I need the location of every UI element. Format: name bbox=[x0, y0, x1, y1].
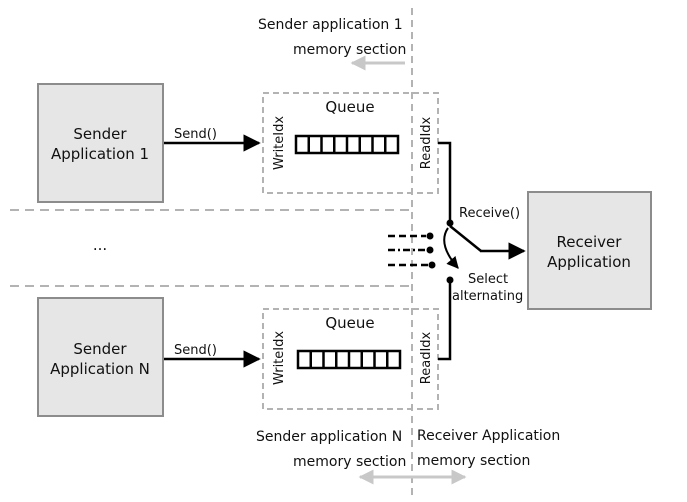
sender-application-1-label-2: Application 1 bbox=[51, 145, 149, 163]
sender-application-1-label: Sender bbox=[73, 125, 127, 143]
receiver-application-box bbox=[527, 191, 652, 310]
sender1-memory-label: Sender application 1 bbox=[258, 17, 403, 33]
queue-1-write-idx: WriteIdx bbox=[272, 116, 287, 170]
receiver-memory-label: Receiver Application bbox=[417, 428, 560, 444]
queue-n-buffer bbox=[296, 349, 402, 370]
select-alternating-label-2: alternating bbox=[452, 289, 523, 304]
send-call-label-n: Send() bbox=[174, 343, 217, 358]
sendern-memory-label: Sender application N bbox=[256, 429, 402, 445]
sender1-memory-label-2: memory section bbox=[293, 42, 406, 58]
queue-1-buffer bbox=[294, 134, 400, 155]
receiver-memory-label-2: memory section bbox=[417, 453, 530, 469]
queue-n-write-idx: WriteIdx bbox=[272, 331, 287, 385]
receive-call-label: Receive() bbox=[459, 206, 520, 221]
receiver-application-label-2: Application bbox=[547, 253, 631, 271]
sendern-memory-label-2: memory section bbox=[293, 454, 406, 470]
queue-1-title: Queue bbox=[325, 98, 374, 116]
ellipsis-more-senders: ... bbox=[93, 236, 107, 254]
queue-1-read-idx: ReadIdx bbox=[419, 116, 434, 169]
sender-application-n-box bbox=[37, 297, 164, 417]
select-alternating-label: Select bbox=[468, 272, 508, 287]
send-call-label-1: Send() bbox=[174, 127, 217, 142]
queue-n-title: Queue bbox=[325, 314, 374, 332]
queue-n-read-idx: ReadIdx bbox=[419, 331, 434, 384]
queue-n-read-line bbox=[438, 281, 452, 361]
queue-1-read-line bbox=[438, 141, 452, 222]
sender-application-n-label-2: Application N bbox=[50, 360, 150, 378]
receiver-application-label: Receiver bbox=[557, 233, 623, 251]
sender-application-n-label: Sender bbox=[73, 340, 127, 358]
sender-application-1-box bbox=[37, 83, 164, 203]
selector-switch bbox=[388, 219, 482, 284]
